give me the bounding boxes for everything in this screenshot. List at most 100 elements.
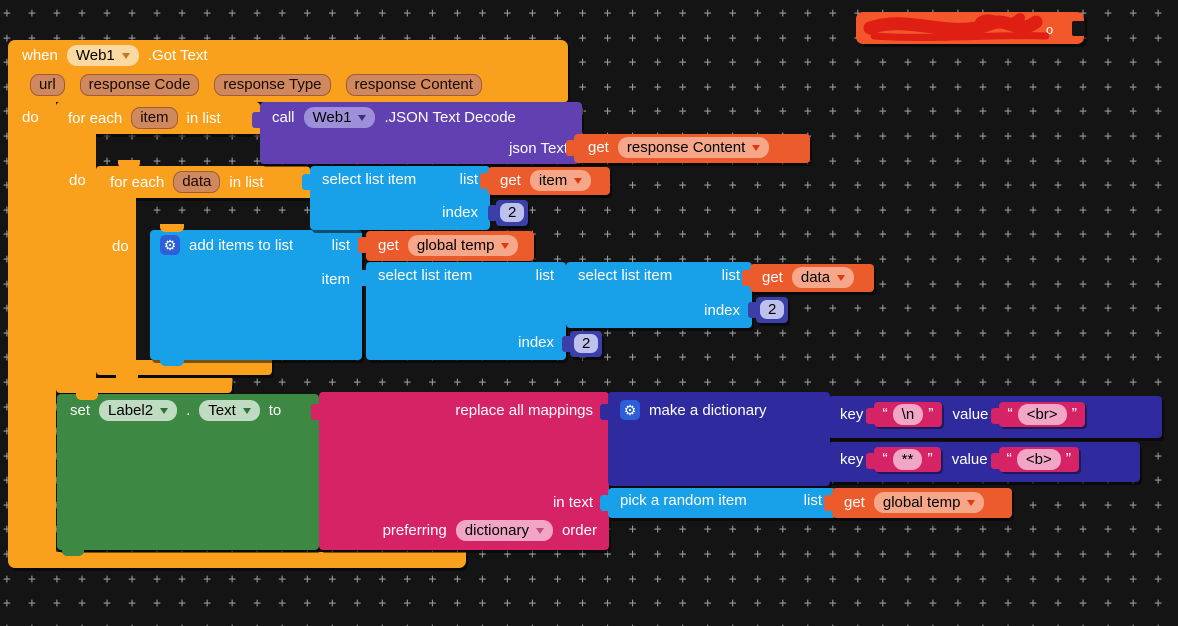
- text-string-block[interactable]: “ \n ”: [866, 402, 942, 427]
- left-plug: [742, 270, 752, 286]
- setter-property-dropdown[interactable]: Text: [199, 400, 260, 421]
- pick-random-label: pick a random item: [620, 492, 747, 509]
- set-label-text-block[interactable]: set Label2 . Text to: [57, 394, 319, 550]
- get-var-value: global temp: [882, 494, 961, 511]
- list-socket-label: list: [535, 267, 554, 284]
- text-string-block[interactable]: “ ** ”: [866, 447, 941, 472]
- text-string-block[interactable]: “ <b> ”: [990, 447, 1080, 472]
- dot-separator: .: [186, 402, 191, 419]
- inlist-keyword: in list: [186, 109, 221, 127]
- foreach-data-do-label: do: [112, 238, 129, 255]
- event-block-header[interactable]: when Web1 .Got Text url response Code re…: [8, 40, 568, 102]
- dictionary-pair-row[interactable]: key “ \n ” value “ <br> ”: [828, 396, 1162, 438]
- string-value-field[interactable]: <br>: [1017, 404, 1067, 425]
- event-do-label: do: [22, 109, 39, 126]
- number-value[interactable]: 2: [574, 334, 599, 353]
- get-keyword: get: [844, 494, 865, 511]
- close-quote: ”: [928, 405, 934, 423]
- add-items-label: add items to list: [189, 236, 294, 254]
- get-var-dropdown[interactable]: global temp: [873, 492, 985, 513]
- event-name: .Got Text: [147, 47, 208, 64]
- foreach-item-footer[interactable]: [56, 378, 232, 393]
- left-plug: [991, 408, 1002, 424]
- mutator-gear-icon[interactable]: ⚙: [620, 400, 640, 420]
- get-response-content-block[interactable]: get response Content: [566, 134, 810, 163]
- param-response-type[interactable]: response Type: [214, 74, 331, 96]
- foreach-data-footer[interactable]: [96, 360, 272, 375]
- chevron-down-icon: [160, 407, 169, 414]
- make-dictionary-block[interactable]: ⚙ make a dictionary: [600, 392, 830, 486]
- event-block-footer[interactable]: [8, 552, 466, 568]
- right-notch-icon: [1072, 21, 1085, 36]
- get-global-temp-block-1[interactable]: get global temp: [358, 231, 534, 261]
- select-list-item-block-1[interactable]: select list item list index: [302, 166, 490, 230]
- foreach-item-header[interactable]: for each item in list: [56, 102, 260, 134]
- component-dropdown-value: Web1: [75, 47, 115, 64]
- event-block-spine[interactable]: [8, 100, 56, 554]
- scribble-icon-3: [870, 32, 1050, 41]
- call-component-dropdown[interactable]: Web1: [303, 107, 376, 128]
- replace-all-mappings-block[interactable]: replace all mappings in text preferring …: [311, 392, 609, 550]
- to-keyword: to: [268, 402, 282, 419]
- set-keyword: set: [70, 402, 91, 419]
- string-value-field[interactable]: **: [892, 449, 923, 470]
- left-plug: [558, 270, 568, 286]
- get-global-temp-block-2[interactable]: get global temp: [824, 488, 1012, 518]
- param-url[interactable]: url: [30, 74, 65, 96]
- left-plug: [358, 237, 368, 253]
- call-json-decode-block[interactable]: call Web1 .JSON Text Decode json Text: [252, 102, 582, 164]
- left-plug: [824, 495, 834, 511]
- setter-property-value: Text: [208, 402, 236, 419]
- redacted-block[interactable]: o: [850, 6, 1100, 54]
- component-dropdown[interactable]: Web1: [66, 45, 139, 66]
- get-keyword: get: [500, 172, 521, 189]
- text-string-block[interactable]: “ <br> ”: [991, 402, 1085, 427]
- get-var-dropdown[interactable]: global temp: [407, 235, 519, 256]
- number-block[interactable]: 2: [748, 297, 788, 323]
- left-plug: [252, 112, 262, 128]
- param-response-code[interactable]: response Code: [79, 74, 200, 96]
- string-value-field[interactable]: <b>: [1016, 449, 1061, 470]
- get-var-dropdown[interactable]: data: [791, 267, 855, 288]
- get-var-value: response Content: [626, 139, 746, 156]
- dictionary-pair-row[interactable]: key “ ** ” value “ <b> ”: [828, 442, 1140, 482]
- chevron-down-icon: [121, 52, 130, 59]
- select-list-item-block-3[interactable]: select list item list index: [558, 262, 752, 328]
- get-item-block[interactable]: get item: [480, 167, 610, 195]
- list-socket-label: list: [459, 171, 478, 188]
- foreach-data-header[interactable]: for each data in list: [96, 166, 310, 198]
- string-value-field[interactable]: \n: [892, 404, 924, 425]
- connector-bump: [72, 96, 94, 104]
- number-value[interactable]: 2: [500, 203, 525, 222]
- number-block[interactable]: 2: [562, 331, 602, 357]
- foreach-data-spine[interactable]: [96, 198, 136, 362]
- loop-var-data[interactable]: data: [173, 171, 221, 193]
- number-block[interactable]: 2: [488, 200, 528, 226]
- connector-bump: [118, 160, 140, 168]
- setter-component-dropdown[interactable]: Label2: [99, 400, 178, 421]
- chevron-down-icon: [837, 274, 846, 281]
- left-plug: [566, 140, 576, 156]
- get-var-dropdown[interactable]: item: [529, 170, 592, 191]
- param-response-content[interactable]: response Content: [345, 74, 482, 96]
- foreach-keyword: for each: [110, 173, 165, 191]
- loop-var-item[interactable]: item: [131, 107, 178, 129]
- chevron-down-icon: [967, 499, 976, 506]
- get-data-block[interactable]: get data: [742, 264, 874, 292]
- pick-random-item-block[interactable]: pick a random item list: [600, 488, 836, 518]
- mutator-gear-icon[interactable]: ⚙: [160, 235, 180, 255]
- get-var-value: global temp: [416, 237, 495, 254]
- left-plug: [748, 302, 758, 318]
- list-socket-label: list: [803, 492, 822, 509]
- chevron-down-icon: [242, 407, 251, 414]
- chevron-down-icon: [535, 527, 544, 534]
- order-dropdown[interactable]: dictionary: [455, 520, 553, 541]
- get-var-dropdown[interactable]: response Content: [617, 137, 770, 158]
- open-quote: “: [882, 450, 888, 468]
- add-items-to-list-block[interactable]: ⚙ add items to list list item: [150, 230, 362, 360]
- number-value[interactable]: 2: [760, 300, 785, 319]
- select-list-item-block-2[interactable]: select list item list index: [358, 262, 566, 360]
- foreach-item-spine[interactable]: [56, 134, 96, 380]
- close-quote: ”: [1071, 405, 1077, 423]
